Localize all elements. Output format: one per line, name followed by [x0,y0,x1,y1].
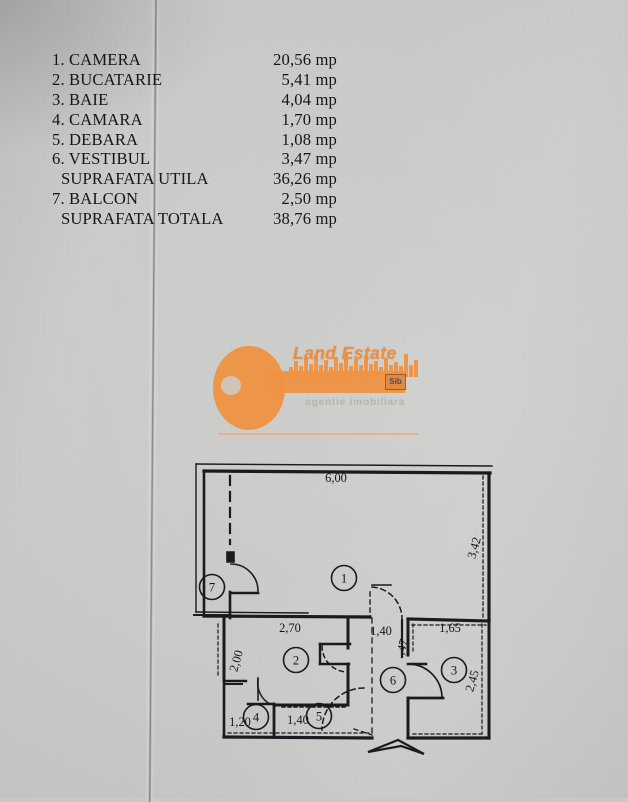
legend-room-label: 7. BALCON [52,189,139,209]
room-marker-number: 1 [341,572,347,586]
legend-room-area: 3,47 mp [281,149,337,169]
room-marker-number: 6 [390,674,396,688]
legend-room-area: 4,04 mp [281,89,337,109]
skyline-building [329,367,333,377]
legend-room-label: 5. DEBARA [52,129,139,149]
plan-walls [193,463,493,740]
skyline-building [364,356,368,377]
room-marker-circle [440,656,468,684]
key-hole-icon [221,376,241,395]
legend-room-label: 6. VESTIBUL [52,149,151,169]
room-marker-circle [330,564,358,592]
skyline-building [379,367,383,377]
legend-room-area: 5,41 mp [281,69,337,89]
skyline-building [409,365,413,377]
legend-row: SUPRAFATA UTILA 36,26 mp [52,169,352,189]
dimension-label: 1,20 [229,715,251,729]
logo-title: Land Estate [293,343,397,363]
skyline-building [359,365,363,377]
room-marker-circle [198,573,226,601]
north-arrow-icon [367,738,425,756]
skyline-building [414,360,418,377]
legend-row: 3. BAIE 4,04 mp [52,90,352,110]
legend-row: 1. CAMERA 20,56 mp [52,50,352,70]
skyline-building [334,357,338,377]
legend-room-label: SUPRAFATA UTILA [61,169,209,189]
room-marker-number: 2 [293,654,299,668]
dimension-label: 2,70 [279,621,301,635]
room-number-markers: 1 2 3 4 5 6 7 [198,564,468,731]
legend-row: 7. BALCON 2,50 mp [52,189,352,209]
room-marker-number: 3 [451,664,457,678]
legend-row: SUPRAFATA TOTALA 38,76 mp [52,209,352,229]
dimension-label: 1,65 [439,621,461,635]
legend-room-label: 4. CAMARA [52,109,143,129]
dimension-label: 1,40 [370,624,392,638]
skyline-building [289,367,293,377]
room-marker-number: 5 [316,710,322,724]
legend-room-area: 1,08 mp [281,129,337,149]
legend-row: 6. VESTIBUL 3,47 mp [52,149,352,169]
legend-room-label: 3. BAIE [52,89,109,109]
skyline-building [369,364,373,377]
room-marker-number: 7 [209,581,215,595]
skyline-building [309,364,313,377]
skyline-building [344,353,348,377]
skyline-building [339,363,343,377]
legend-room-area: 2,50 mp [281,189,337,209]
room-marker-circle [282,646,310,674]
legend-room-label: 2. BUCATARIE [52,69,163,89]
skyline-building [399,366,403,377]
room-marker-circle [242,703,270,731]
dimension-label: 3,42 [464,536,483,561]
skyline-building [304,358,308,377]
city-skyline-icon [289,351,418,377]
legend-room-area: 20,56 mp [273,50,337,69]
skyline-building [299,366,303,377]
skyline-building [319,365,323,377]
skyline-building [349,366,353,377]
skyline-building [394,362,398,377]
dimension-label: ,47 [393,638,411,657]
land-estate-logo: Land Estate Sib agentie imobiliara [205,341,425,443]
legend-room-label: 1. CAMERA [52,50,141,69]
skyline-building [384,358,388,377]
skyline-building [314,355,318,377]
skyline-building [294,361,298,377]
dimension-label: 2,00 [226,649,245,674]
legend-row: 5. DEBARA 1,08 mp [52,130,352,150]
legend-room-area: 38,76 mp [273,209,337,229]
skyline-building [324,360,328,377]
room-marker-circle [379,666,407,694]
room-marker-circle [305,702,333,730]
legend-room-area: 1,70 mp [281,109,337,129]
paper-corner-shadow [0,0,230,150]
skyline-building [404,354,408,377]
room-marker-number: 4 [253,711,260,725]
dimension-label: 2,45 [462,669,481,694]
legend-row: 2. BUCATARIE 5,41 mp [52,70,352,90]
legend-room-label: SUPRAFATA TOTALA [61,209,224,229]
dimension-label: 6,00 [325,471,347,485]
logo-badge: Sib [385,374,406,390]
dimension-label: 1,40 [287,713,309,727]
logo-underline [218,433,418,435]
skyline-building [389,365,393,377]
legend-row: 4. CAMARA 1,70 mp [52,110,352,130]
skyline-building [354,359,358,377]
legend-room-area: 36,26 mp [273,169,337,189]
logo-subtitle: agentie imobiliara [305,396,406,408]
skyline-building [374,361,378,377]
